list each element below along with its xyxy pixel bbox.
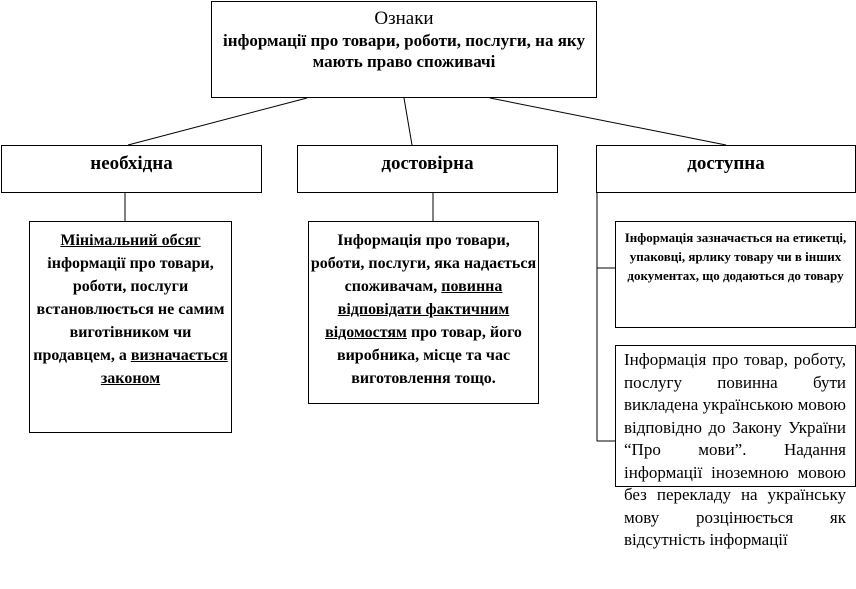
detail-text: про товар, його виробника, місце та час …: [336, 324, 522, 387]
detail-underlined-text: повинна відповідати фактичним відомостям: [325, 278, 510, 341]
detail-text: інформації про товари, роботи, послуги в…: [33, 255, 225, 364]
detail-underlined-text: Мінімальний обсяг: [60, 232, 201, 249]
detail-accessible-language-text: Інформація про товар, роботу, послугу по…: [624, 350, 846, 549]
category-accessible: доступна: [596, 145, 856, 193]
detail-necessary: Мінімальний обсяг інформації про товари,…: [29, 221, 232, 433]
detail-accessible-labeling: Інформація зазначається на етикетці, упа…: [615, 221, 856, 328]
root-title: Ознаки: [374, 8, 434, 29]
category-label: доступна: [687, 153, 765, 174]
category-label: достовірна: [381, 153, 474, 174]
category-reliable: достовірна: [297, 145, 558, 193]
category-necessary: необхідна: [1, 145, 262, 193]
root-box: Ознаки інформації про товари, роботи, по…: [211, 1, 597, 98]
detail-underlined-text: визначається законом: [100, 347, 228, 387]
root-subtitle: інформації про товари, роботи, послуги, …: [223, 31, 585, 71]
category-label: необхідна: [90, 153, 173, 174]
detail-text: Інформація про товари, роботи, послуги, …: [310, 232, 537, 295]
detail-text: Інформація зазначається на етикетці, упа…: [624, 230, 847, 283]
detail-reliable: Інформація про товари, роботи, послуги, …: [308, 221, 539, 404]
detail-accessible-language-box: [615, 345, 856, 487]
